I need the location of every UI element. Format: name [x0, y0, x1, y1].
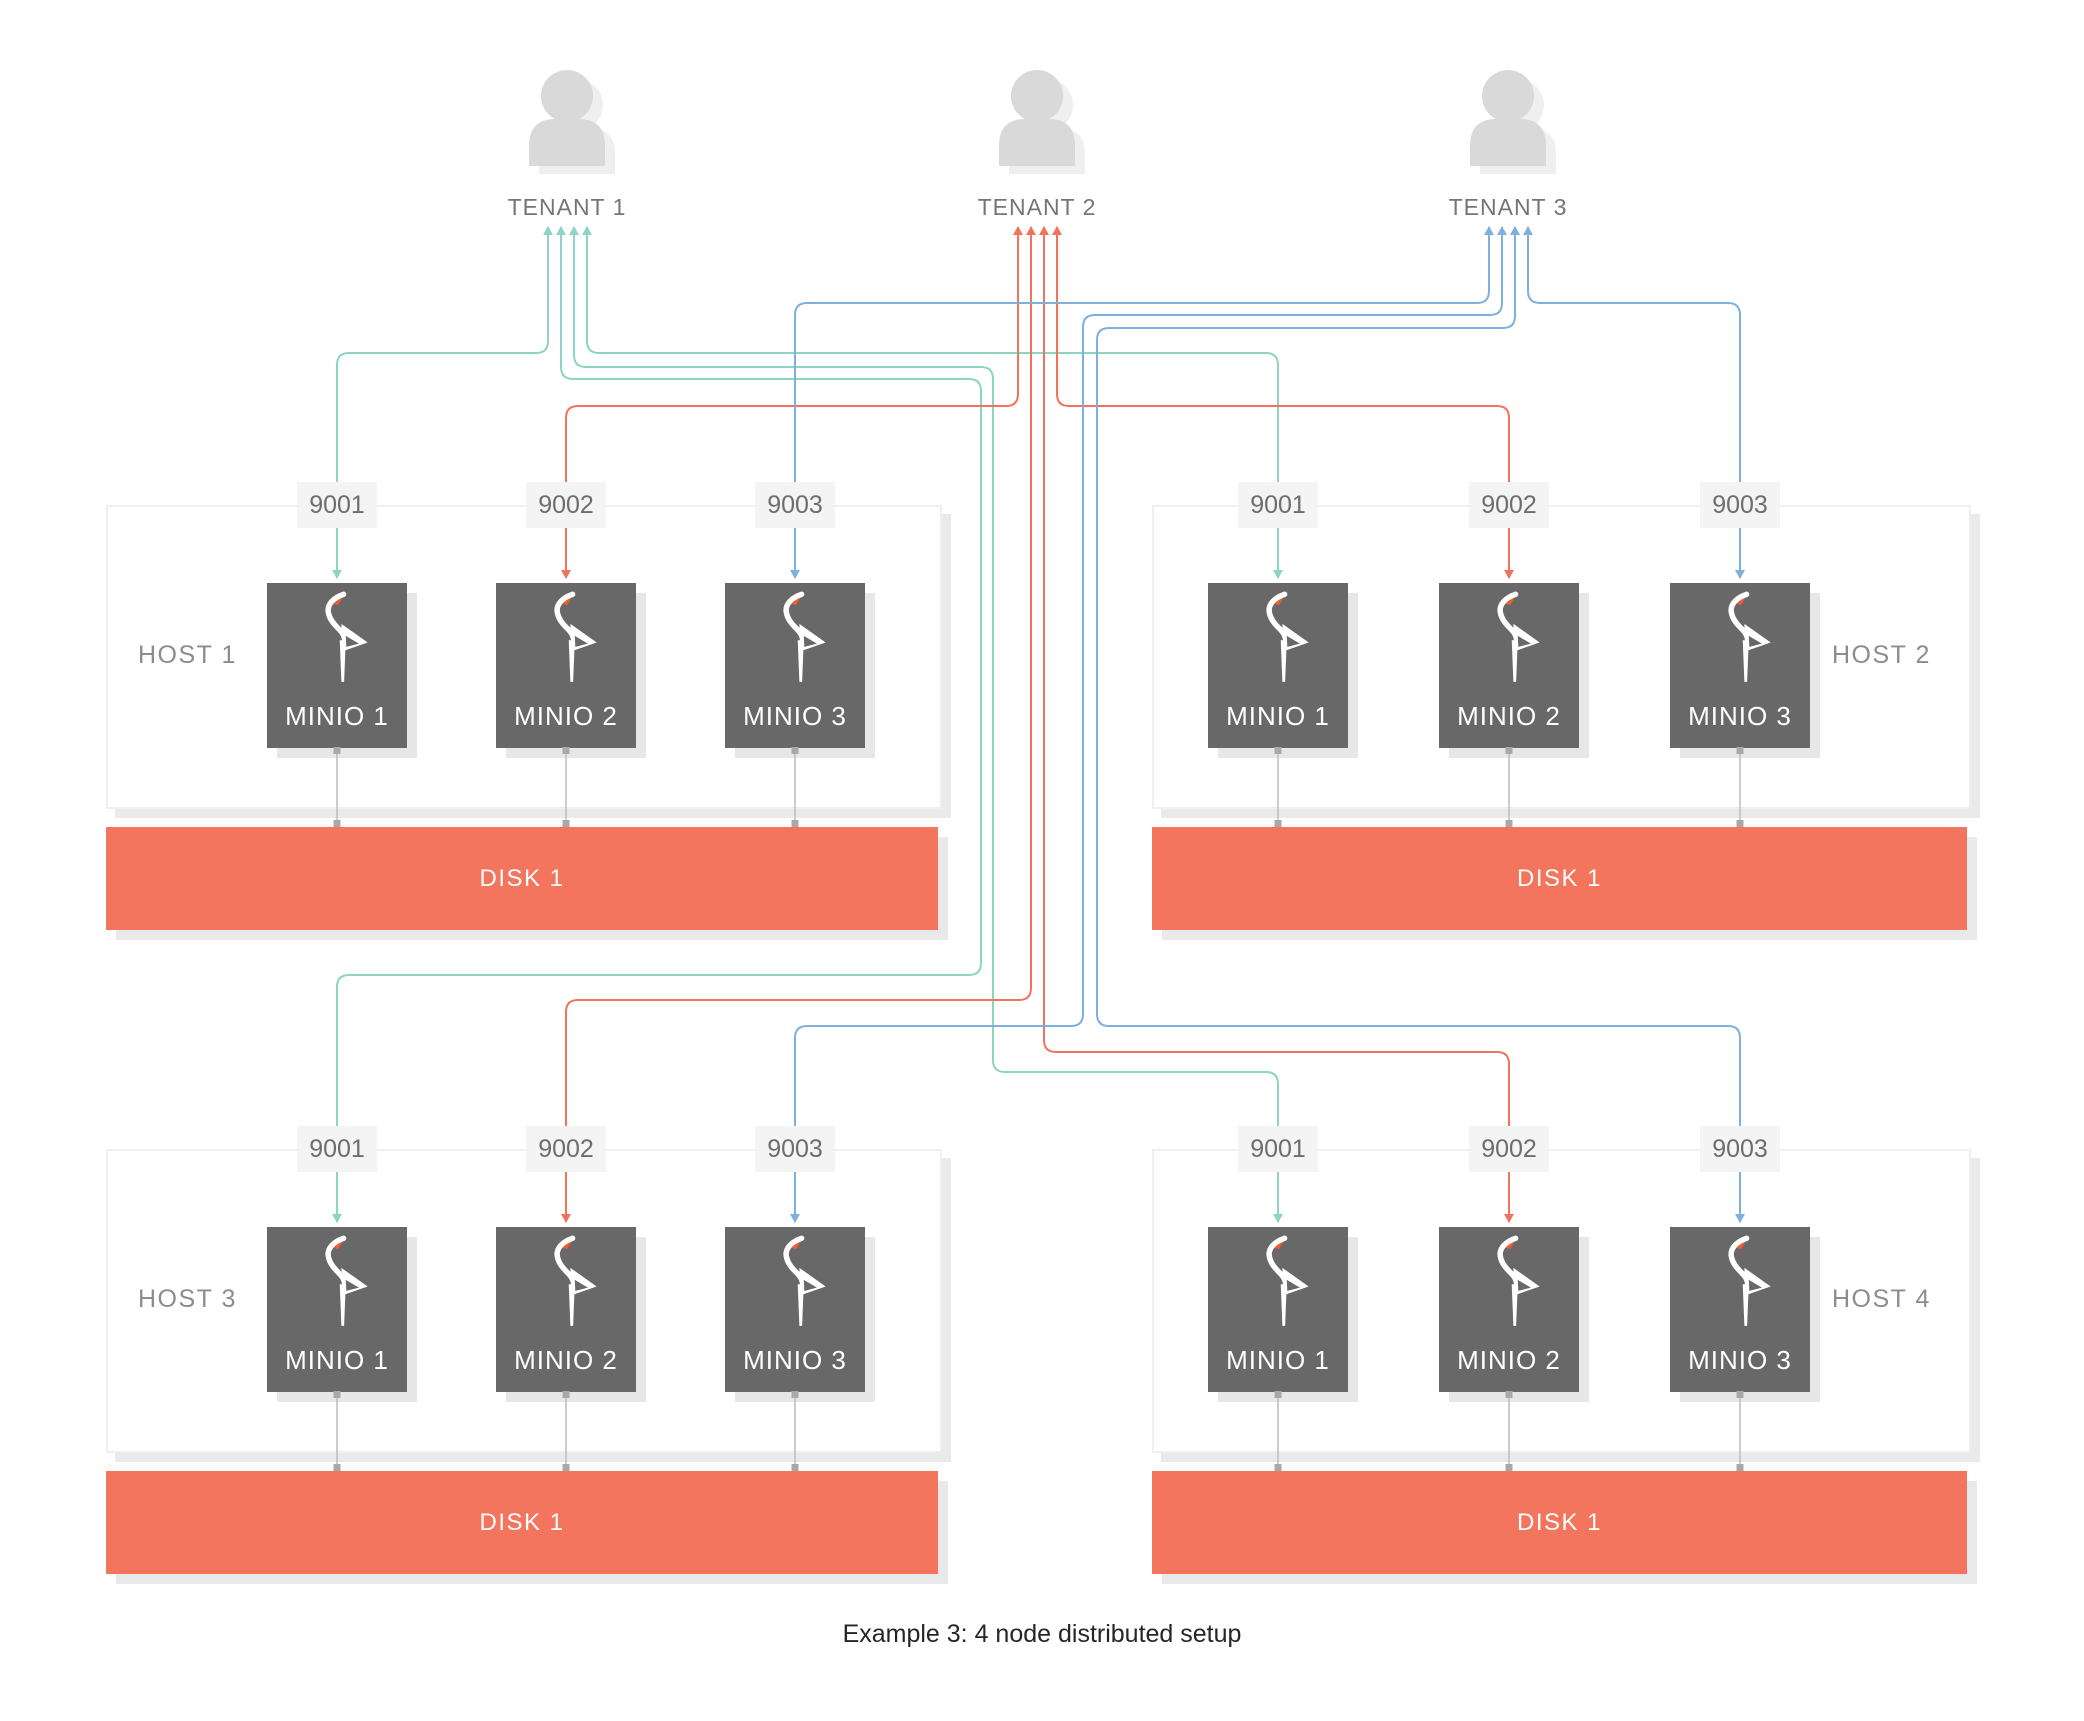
port-label-host1-9003: 9003 [755, 482, 835, 528]
minio-node-host1-1: MINIO 1 [267, 583, 407, 748]
port-label-host4-9003: 9003 [1700, 1126, 1780, 1172]
minio-node-label: MINIO 2 [514, 1345, 618, 1375]
minio-node-host2-2: MINIO 2 [1439, 583, 1579, 748]
port-label-host4-9001: 9001 [1238, 1126, 1318, 1172]
disk-bar-host3: DISK 1 [106, 1471, 938, 1574]
minio-node-label: MINIO 3 [743, 1345, 847, 1375]
port-label-host4-9002: 9002 [1469, 1126, 1549, 1172]
host-label-2: HOST 2 [1832, 641, 1931, 669]
minio-node-host2-1: MINIO 1 [1208, 583, 1348, 748]
disk-bar-host4: DISK 1 [1152, 1471, 1967, 1574]
tenant-label-2: TENANT 2 [977, 194, 1097, 220]
minio-node-host4-1: MINIO 1 [1208, 1227, 1348, 1392]
tenant-label-1: TENANT 1 [507, 194, 627, 220]
disk-label: DISK 1 [1516, 1508, 1603, 1536]
caption: Example 3: 4 node distributed setup [842, 1620, 1242, 1648]
minio-node-label: MINIO 1 [1226, 701, 1330, 731]
user-icon [1470, 70, 1556, 174]
minio-logo-icon [533, 1235, 599, 1327]
minio-logo-icon [1707, 1235, 1773, 1327]
minio-node-label: MINIO 1 [285, 701, 389, 731]
port-label-host2-9003: 9003 [1700, 482, 1780, 528]
port-label-host3-9001: 9001 [297, 1126, 377, 1172]
minio-logo-icon [1707, 591, 1773, 683]
port-label-host2-9001: 9001 [1238, 482, 1318, 528]
port-label-host1-9002: 9002 [526, 482, 606, 528]
user-icon [999, 70, 1085, 174]
disk-bar-host2: DISK 1 [1152, 827, 1967, 930]
minio-node-label: MINIO 1 [285, 1345, 389, 1375]
disk-label: DISK 1 [479, 1508, 565, 1536]
minio-logo-icon [1245, 591, 1311, 683]
minio-node-host1-3: MINIO 3 [725, 583, 865, 748]
minio-logo-icon [1476, 591, 1542, 683]
minio-node-label: MINIO 2 [1457, 701, 1561, 731]
tenant-label-3: TENANT 3 [1448, 194, 1568, 220]
minio-logo-icon [1476, 1235, 1542, 1327]
disk-label: DISK 1 [1516, 864, 1603, 892]
port-label-host2-9002: 9002 [1469, 482, 1549, 528]
minio-logo-icon [762, 1235, 828, 1327]
minio-node-label: MINIO 3 [1688, 701, 1792, 731]
port-label-host1-9001: 9001 [297, 482, 377, 528]
minio-node-label: MINIO 2 [1457, 1345, 1561, 1375]
minio-node-host3-2: MINIO 2 [496, 1227, 636, 1392]
minio-logo-icon [533, 591, 599, 683]
port-label-host3-9003: 9003 [755, 1126, 835, 1172]
disk-bar-host1: DISK 1 [106, 827, 938, 930]
minio-node-host3-1: MINIO 1 [267, 1227, 407, 1392]
minio-node-host4-3: MINIO 3 [1670, 1227, 1810, 1392]
port-label-host3-9002: 9002 [526, 1126, 606, 1172]
host-label-3: HOST 3 [138, 1285, 237, 1313]
minio-logo-icon [304, 1235, 370, 1327]
minio-node-host1-2: MINIO 2 [496, 583, 636, 748]
minio-logo-icon [1245, 1235, 1311, 1327]
minio-node-label: MINIO 2 [514, 701, 618, 731]
user-icon [529, 70, 615, 174]
host-label-4: HOST 4 [1832, 1285, 1931, 1313]
minio-node-host2-3: MINIO 3 [1670, 583, 1810, 748]
minio-node-host3-3: MINIO 3 [725, 1227, 865, 1392]
minio-logo-icon [762, 591, 828, 683]
minio-logo-icon [304, 591, 370, 683]
minio-node-label: MINIO 1 [1226, 1345, 1330, 1375]
minio-node-label: MINIO 3 [1688, 1345, 1792, 1375]
host-label-1: HOST 1 [138, 641, 237, 669]
minio-node-label: MINIO 3 [743, 701, 847, 731]
disk-label: DISK 1 [479, 864, 565, 892]
minio-node-host4-2: MINIO 2 [1439, 1227, 1579, 1392]
